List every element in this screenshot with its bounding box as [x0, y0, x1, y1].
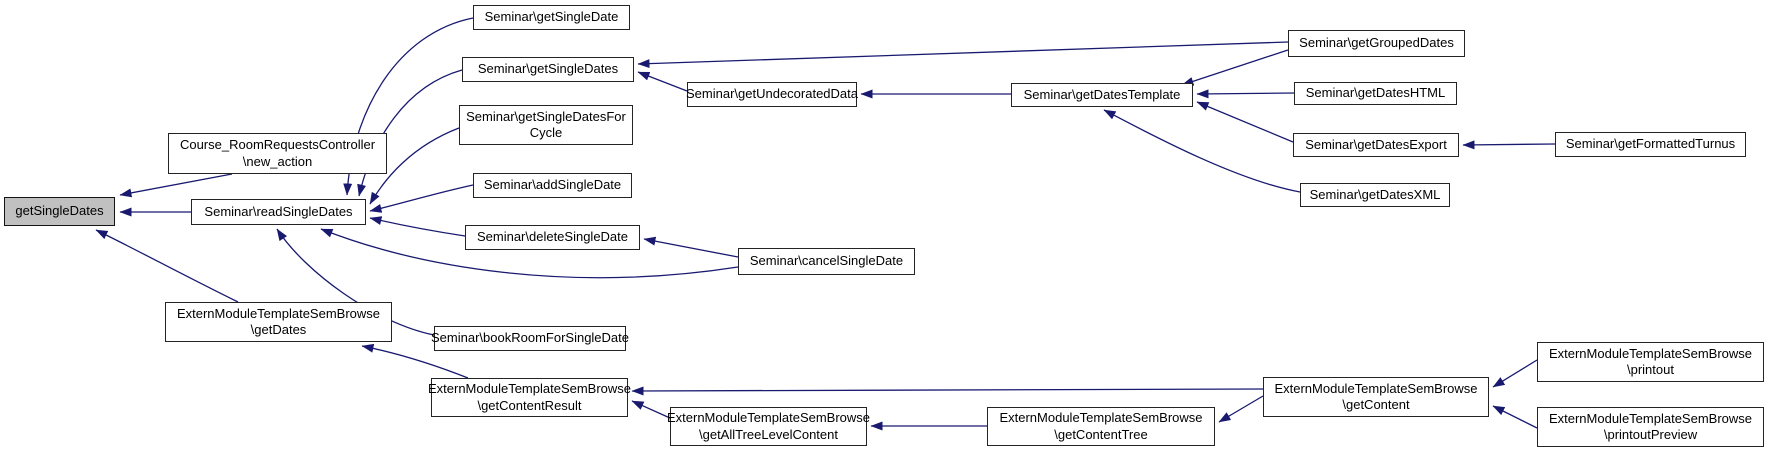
- edge-getdatesexport-to-getdatestemplate: [1196, 101, 1294, 143]
- graph-node-readsingledates[interactable]: Seminar\readSingleDates: [191, 199, 366, 225]
- edge-cancelsingledate-to-deletesingledate: [643, 236, 739, 258]
- graph-node-getdatesxml[interactable]: Seminar\getDatesXML: [1300, 183, 1450, 207]
- edge-getdatesxml-to-getdatestemplate: [1103, 109, 1301, 193]
- graph-node-getgroupeddates[interactable]: Seminar\getGroupedDates: [1288, 30, 1465, 57]
- graph-node-getdatesexport[interactable]: Seminar\getDatesExport: [1293, 133, 1459, 157]
- graph-node-getdatestemplate[interactable]: Seminar\getDatesTemplate: [1011, 83, 1193, 107]
- graph-node-cancelsingledate[interactable]: Seminar\cancelSingleDate: [738, 248, 915, 275]
- graph-node-addsingledate[interactable]: Seminar\addSingleDate: [473, 173, 632, 198]
- graph-node-getsingledate[interactable]: Seminar\getSingleDate: [473, 5, 630, 30]
- graph-node-getcontenttree[interactable]: ExternModuleTemplateSemBrowse \getConten…: [987, 407, 1215, 446]
- graph-node-printoutpreview[interactable]: ExternModuleTemplateSemBrowse \printoutP…: [1537, 407, 1764, 447]
- graph-node-printout[interactable]: ExternModuleTemplateSemBrowse \printout: [1537, 342, 1764, 382]
- edge-getundecorateddata-to-getsingledates: [637, 71, 688, 92]
- edge-getdateshtml-to-getdatestemplate: [1196, 89, 1295, 99]
- graph-node-getundecorateddata[interactable]: Seminar\getUndecoratedData: [686, 82, 858, 107]
- graph-node-getcontentresult[interactable]: ExternModuleTemplateSemBrowse \getConten…: [428, 378, 631, 417]
- graph-node-getsingledates-main: getSingleDates: [4, 197, 115, 226]
- edge-printoutpreview-to-getcontent: [1492, 405, 1538, 429]
- edge-new-action-to-getsingledates-main: [119, 173, 233, 198]
- edge-getcontent-to-getcontenttree: [1218, 395, 1264, 423]
- edge-emts-getdates-to-getsingledates-main: [95, 229, 239, 303]
- edge-getformattedturnus-to-getdatesexport: [1462, 140, 1556, 150]
- graph-node-getsingledates[interactable]: Seminar\getSingleDates: [462, 57, 634, 82]
- edge-deletesingledate-to-readsingledates: [369, 216, 466, 237]
- edge-getgroupeddates-to-getsingledates: [637, 41, 1289, 69]
- graph-node-getcontent[interactable]: ExternModuleTemplateSemBrowse \getConten…: [1263, 377, 1489, 417]
- edge-addsingledate-to-readsingledates: [369, 184, 474, 213]
- graph-node-bookroomforsingledate[interactable]: Seminar\bookRoomForSingleDate: [431, 326, 629, 351]
- graph-node-getformattedturnus[interactable]: Seminar\getFormattedTurnus: [1555, 132, 1746, 157]
- graph-node-getalltreelevelcontent[interactable]: ExternModuleTemplateSemBrowse \getAllTre…: [667, 407, 870, 446]
- edge-getgroupeddates-to-getdatestemplate: [1181, 49, 1289, 86]
- edge-printout-to-getcontent: [1492, 359, 1538, 388]
- graph-node-emts-getdates[interactable]: ExternModuleTemplateSemBrowse \getDates: [165, 302, 392, 342]
- edge-getcontent-to-getcontentresult: [631, 386, 1264, 396]
- edge-getalltreelevelcontent-to-getcontentresult: [631, 400, 671, 419]
- graph-node-getsingledatesforcycle[interactable]: Seminar\getSingleDatesFor Cycle: [459, 105, 633, 145]
- graph-node-new-action[interactable]: Course_RoomRequestsController \new_actio…: [168, 133, 387, 174]
- graph-node-getdateshtml[interactable]: Seminar\getDatesHTML: [1294, 82, 1457, 105]
- graph-node-deletesingledate[interactable]: Seminar\deleteSingleDate: [465, 225, 640, 250]
